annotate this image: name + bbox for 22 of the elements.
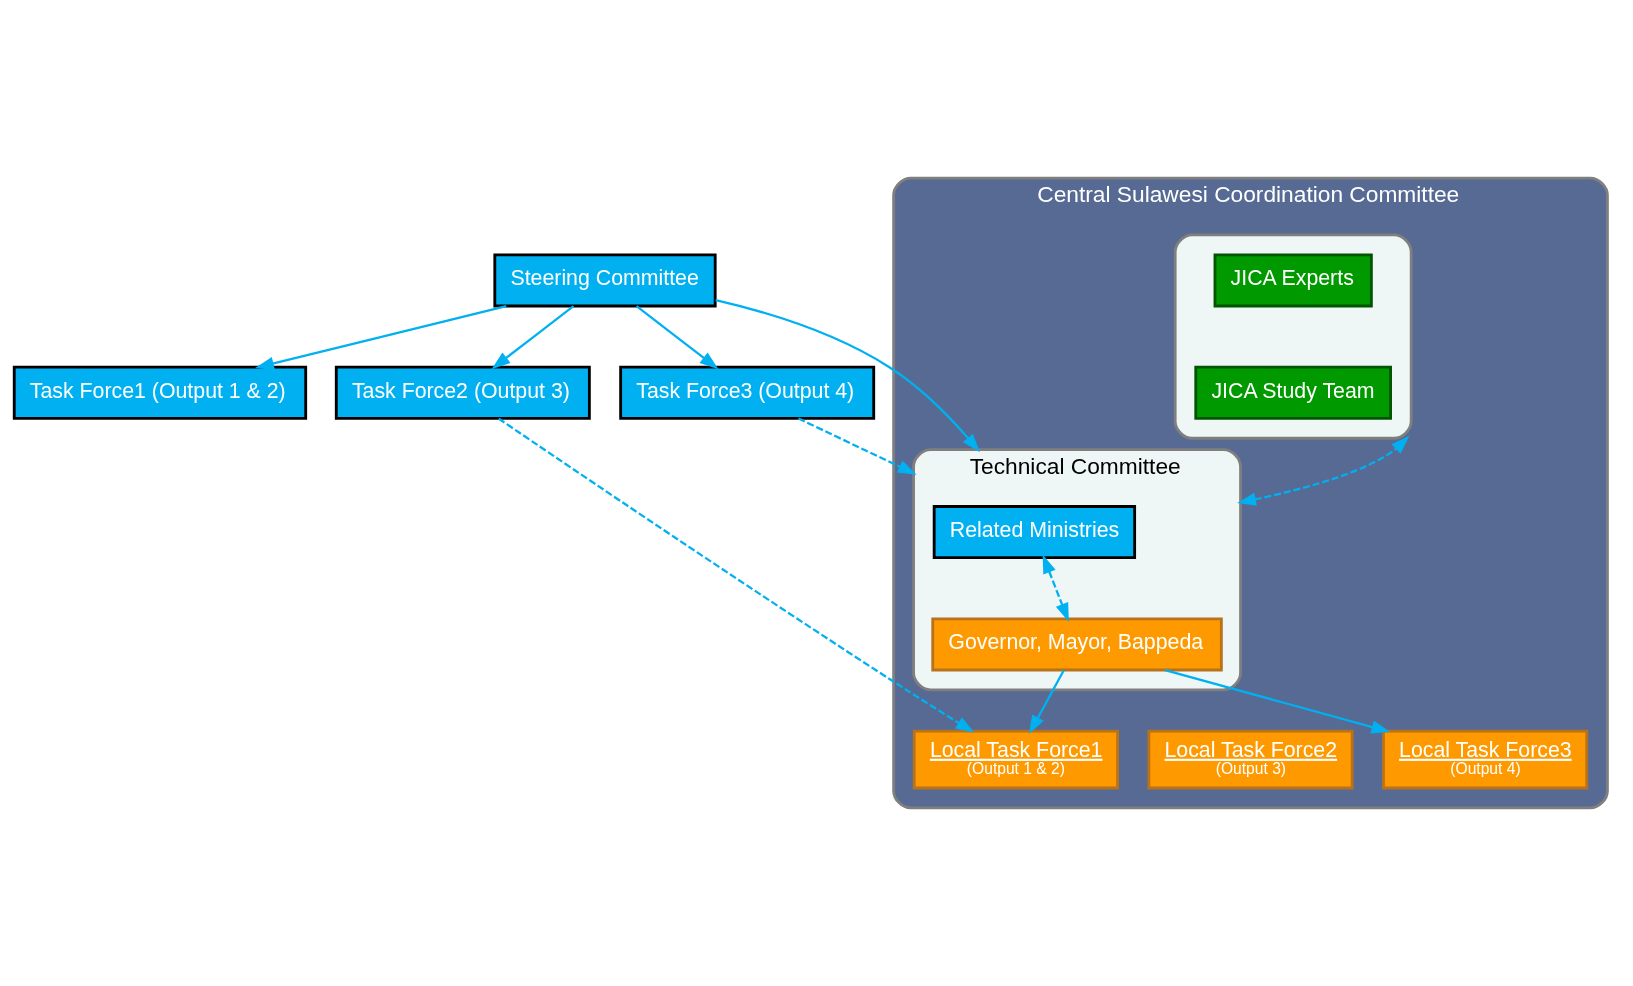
node-box: Steering Committee [493,253,717,308]
node-box: Related Ministries [932,505,1137,560]
arrow [1042,554,1069,622]
node-box: Governor, Mayor, Bappeda [931,617,1223,672]
arrow [1237,435,1410,506]
arrow [491,305,575,370]
cluster [1173,233,1413,440]
arrow [498,417,975,733]
node-box: JICA Study Team [1194,365,1392,420]
node-box: Local Task Force2 (Output 3) [1147,729,1354,790]
node-box: Task Force3 (Output 4) [619,365,876,420]
node-box: Task Force2 (Output 3) [334,365,591,420]
arrow [798,417,917,475]
node-box: Local Task Force1 (Output 1 & 2) [912,729,1119,790]
arrow [1029,669,1065,735]
arrow [635,305,719,370]
arrow [255,305,507,370]
arrow [715,299,980,453]
node-box: Local Task Force3 (Output 4) [1382,729,1589,790]
node-box: Task Force1 (Output 1 & 2) [12,365,308,420]
arrow [1164,669,1391,734]
node-box: JICA Experts [1213,253,1373,308]
